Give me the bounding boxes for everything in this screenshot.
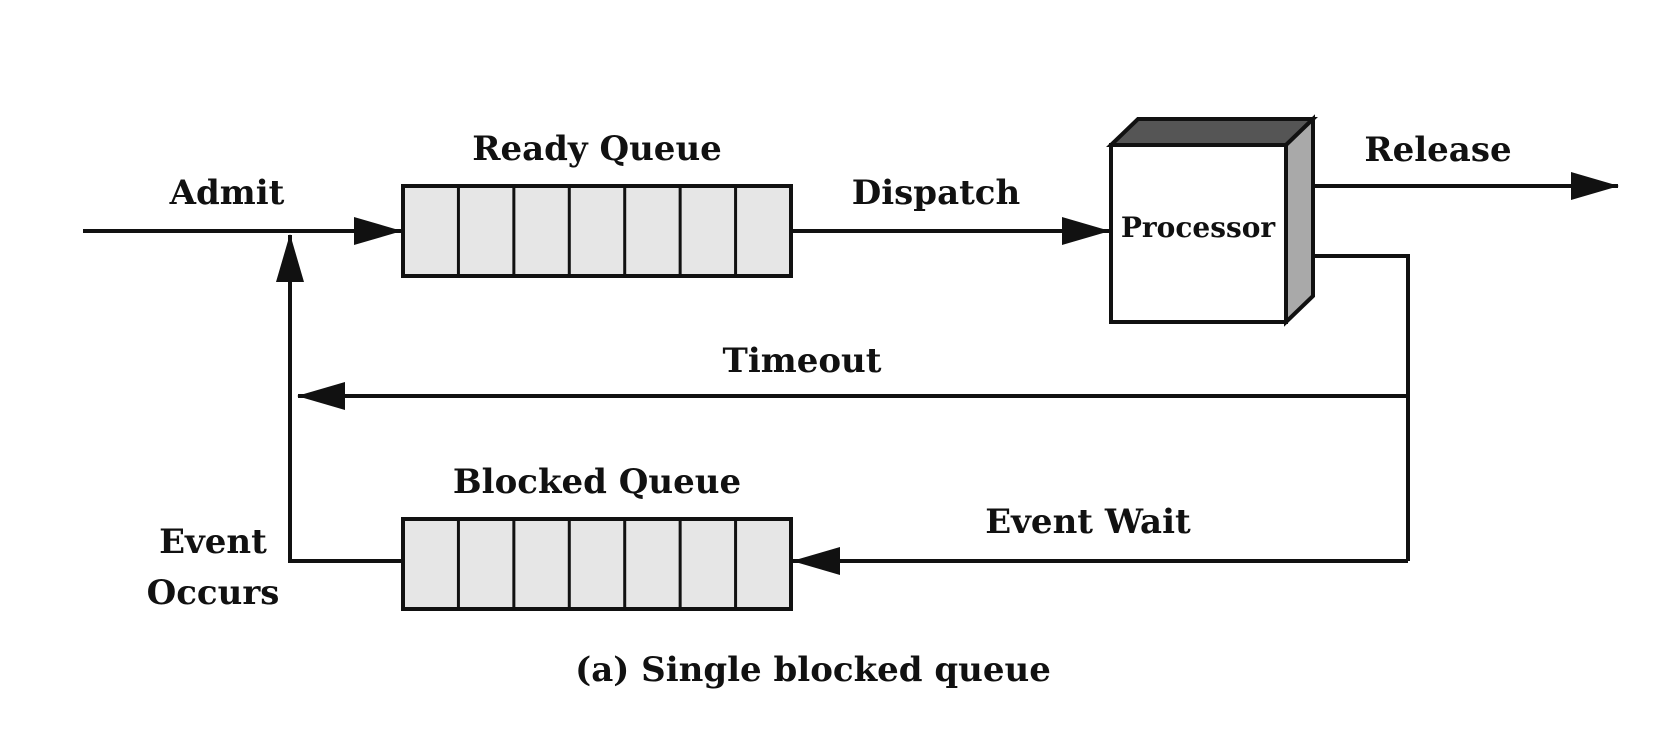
timeout-label: Timeout: [723, 341, 882, 381]
dispatch-label: Dispatch: [852, 173, 1020, 213]
event-occurs-arrow: [276, 234, 403, 563]
figure-caption: (a) Single blocked queue: [575, 650, 1051, 690]
processor-exit-line: [1313, 254, 1410, 561]
ready-queue-body: [401, 184, 793, 278]
release-label: Release: [1364, 130, 1511, 170]
blocked-queue-label: Blocked Queue: [453, 462, 741, 502]
ready-queue: [401, 184, 793, 278]
ready-queue-slots: [456, 186, 738, 276]
processor-top-face: [1106, 117, 1318, 147]
processor-box: [1106, 114, 1318, 327]
event-occurs-label-line1: Event: [159, 522, 267, 562]
processor-side-face: [1284, 114, 1315, 327]
ready-queue-label: Ready Queue: [472, 129, 722, 169]
processor-front-face: [1109, 143, 1288, 324]
event-occurs-label-line2: Occurs: [147, 573, 280, 613]
blocked-queue-body: [401, 517, 793, 611]
event-wait-label: Event Wait: [985, 502, 1191, 542]
blocked-queue-slots: [456, 519, 738, 609]
blocked-queue: [401, 517, 793, 611]
admit-label: Admit: [169, 173, 285, 213]
processor-label: Processor: [1121, 211, 1277, 244]
